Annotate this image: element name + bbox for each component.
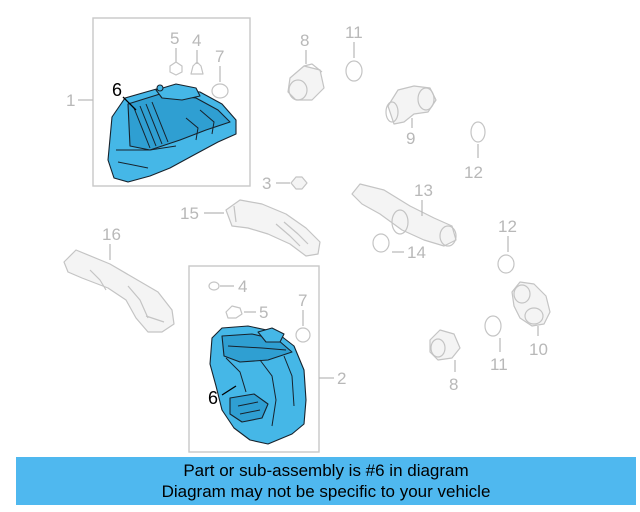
callout-11-lower: 11 [490, 355, 508, 374]
air-cleaner-housing-lower[interactable] [209, 325, 307, 445]
resonator-15[interactable] [225, 199, 321, 257]
mass-airflow-sensor-lower[interactable] [429, 329, 461, 361]
callout-1: 1 [66, 91, 75, 110]
intake-duct-13[interactable] [351, 183, 457, 247]
hose-clamp-11-upper[interactable] [345, 60, 363, 82]
hose-clamp-12-lower[interactable] [497, 254, 515, 274]
exploded-parts-diagram: 1 6 5 4 7 3 [63, 17, 551, 453]
callout-14: 14 [407, 243, 426, 262]
oring-7-lower[interactable] [295, 327, 311, 343]
callout-9: 9 [406, 129, 415, 148]
callout-2: 2 [337, 369, 346, 388]
callout-11-upper: 11 [345, 23, 363, 42]
intake-elbow-9[interactable] [385, 85, 437, 125]
callout-8-upper: 8 [300, 31, 309, 50]
callout-3: 3 [262, 174, 271, 193]
intake-elbow-10[interactable] [511, 281, 551, 327]
hose-clamp-11-lower[interactable] [484, 315, 502, 337]
leader-6-lower [221, 385, 237, 396]
callout-8-lower: 8 [449, 375, 458, 394]
callout-12-lower: 12 [498, 217, 517, 236]
assembly-box-lower [188, 265, 320, 453]
callout-16: 16 [102, 225, 121, 244]
callout-7-lower: 7 [298, 291, 307, 310]
grommet-3[interactable] [290, 176, 308, 190]
mass-airflow-sensor-upper[interactable] [287, 63, 325, 101]
callout-6-lower: 6 [208, 388, 218, 408]
assembly-box-upper [92, 17, 251, 187]
info-banner: Part or sub-assembly is #6 in diagram Di… [16, 457, 636, 505]
callout-12-upper: 12 [464, 163, 483, 182]
grommet-5-upper[interactable] [169, 61, 183, 76]
callout-6-upper: 6 [112, 80, 122, 100]
hose-clamp-14[interactable] [372, 233, 390, 253]
oring-7-upper[interactable] [211, 83, 229, 99]
air-inlet-duct-16[interactable] [63, 249, 175, 333]
callout-4-upper: 4 [192, 31, 201, 50]
air-cleaner-housing-upper[interactable] [107, 83, 237, 183]
callout-5-upper: 5 [170, 29, 179, 48]
hose-clamp-12-upper[interactable] [470, 121, 486, 143]
clip-4-upper[interactable] [190, 61, 204, 75]
callout-10: 10 [529, 340, 548, 359]
callout-4-lower: 4 [238, 277, 247, 296]
clip-4-lower[interactable] [208, 281, 220, 291]
callout-5-lower: 5 [259, 303, 268, 322]
callout-7-upper: 7 [215, 47, 224, 66]
banner-line-1: Part or sub-assembly is #6 in diagram [183, 461, 469, 480]
leader-6-upper [122, 96, 137, 111]
callout-13: 13 [414, 181, 433, 200]
grommet-5-lower[interactable] [225, 305, 243, 319]
callout-15: 15 [180, 204, 199, 223]
banner-line-2: Diagram may not be specific to your vehi… [161, 482, 491, 501]
